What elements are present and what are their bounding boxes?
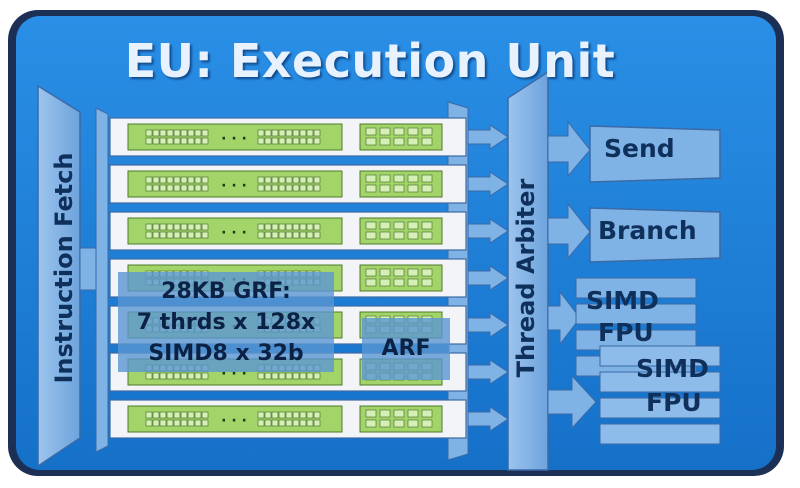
row-arrow [467, 312, 509, 338]
arrow-to-branch [547, 202, 591, 260]
simd-fpu-stack-2 [599, 345, 721, 445]
row-arrow [467, 218, 509, 244]
grf-line-3: SIMD8 x 32b [148, 341, 304, 366]
row-arrow [467, 406, 509, 432]
register-row: · · · [109, 164, 467, 204]
register-row: · · · [109, 117, 467, 157]
instruction-fetch-block [37, 84, 81, 468]
arrow-to-send [547, 120, 591, 178]
thread-arbiter-block [507, 70, 549, 471]
instruction-fetch-label: Instruction Fetch [50, 152, 78, 384]
branch-label: Branch [598, 216, 697, 245]
row-arrow [467, 265, 509, 291]
fetch-connector [79, 247, 99, 291]
row-arrow [467, 171, 509, 197]
arf-label: ARF [381, 336, 431, 361]
simd-fpu-2-line-1: SIMD [636, 354, 709, 383]
branch-unit [589, 207, 721, 263]
simd-fpu-1-line-2: FPU [598, 318, 654, 347]
grf-line-1: 28KB GRF: [161, 279, 291, 304]
diagram-title: EU: Execution Unit [124, 34, 616, 88]
grf-label-box: 28KB GRF: 7 thrds x 128x SIMD8 x 32b [118, 272, 334, 372]
simd-fpu-1-line-1: SIMD [586, 286, 659, 315]
row-arrow [467, 124, 509, 150]
register-ellipsis: · · · [221, 131, 247, 147]
register-ellipsis: · · · [221, 178, 247, 194]
send-label: Send [604, 134, 675, 163]
register-bank-left-edge [95, 107, 109, 453]
row-to-arbiter-arrows [467, 124, 509, 432]
row-arrow [467, 359, 509, 385]
register-ellipsis: · · · [221, 413, 247, 429]
simd-fpu-2-line-2: FPU [646, 388, 702, 417]
send-unit [589, 125, 721, 183]
register-ellipsis: · · · [221, 225, 247, 241]
arrow-to-simd-fpu-1 [547, 290, 581, 346]
arrow-to-simd-fpu-2 [547, 374, 597, 430]
arf-label-box: ARF [362, 318, 450, 380]
grf-line-2: 7 thrds x 128x [136, 310, 316, 335]
register-row: · · · [109, 211, 467, 251]
thread-arbiter-label: Thread Arbiter [512, 178, 540, 378]
register-row: · · · [109, 399, 467, 439]
